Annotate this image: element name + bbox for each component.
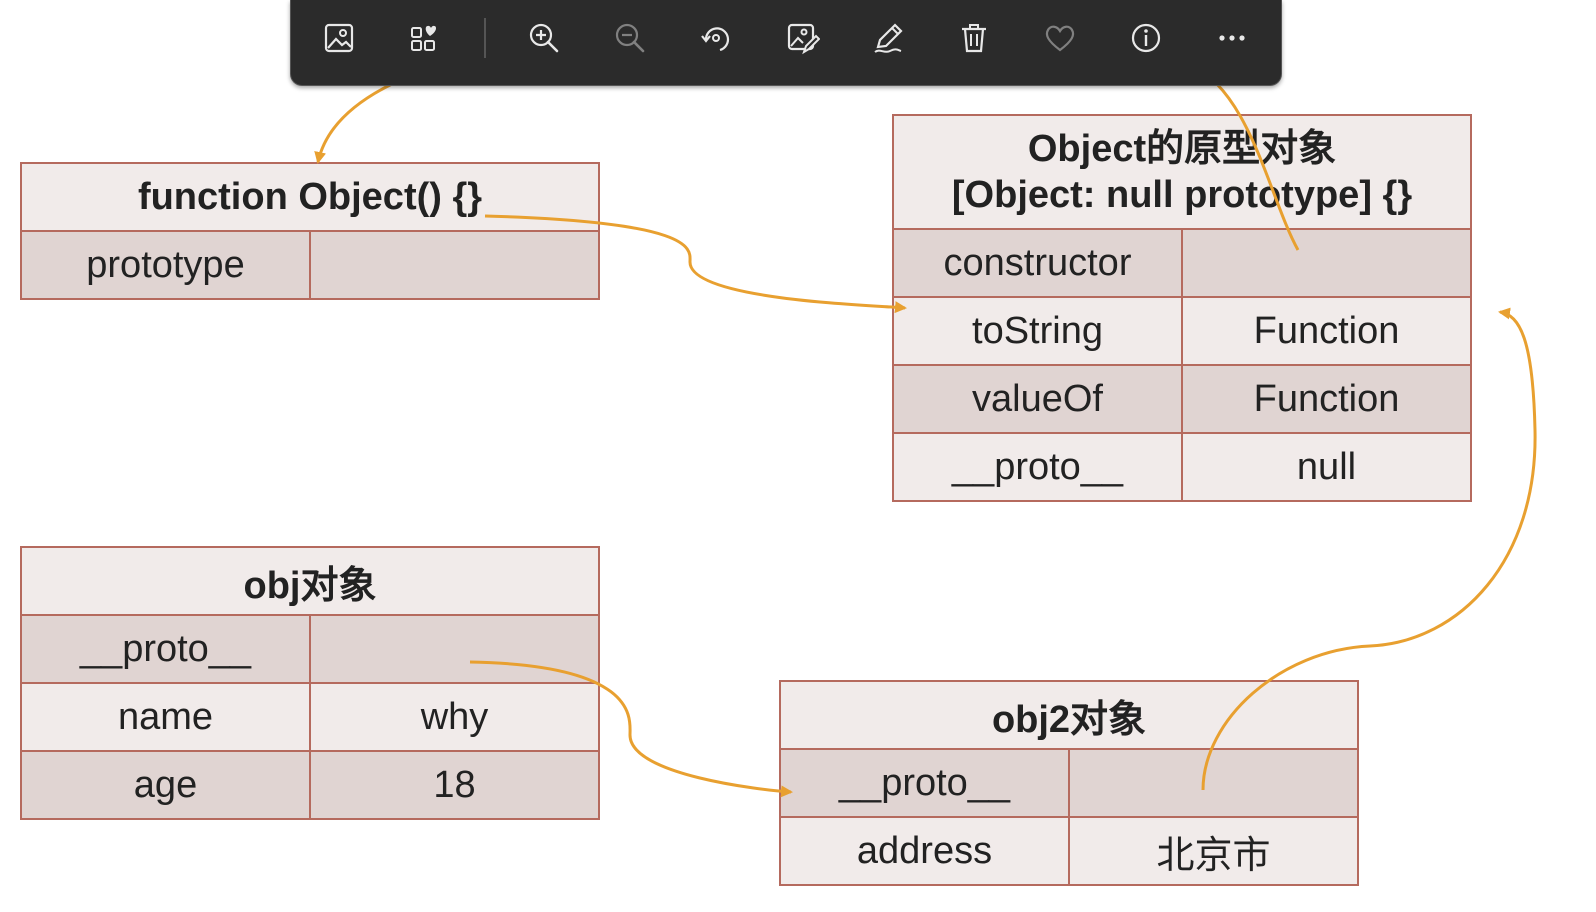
title-line-2: [Object: null prototype] {} (951, 174, 1413, 216)
row-key: address (779, 816, 1070, 886)
object-prototype-table: Object的原型对象 [Object: null prototype] {} … (892, 114, 1472, 502)
info-button[interactable] (1118, 14, 1174, 62)
zoom-in-icon (529, 23, 559, 53)
rotate-button[interactable] (688, 14, 744, 62)
table-row: __proto__ (20, 614, 600, 684)
obj2-table: obj2对象 __proto__ address 北京市 (779, 680, 1359, 886)
edit-image-icon (787, 23, 820, 55)
function-object-table: function Object() {} prototype (20, 162, 600, 300)
row-key: __proto__ (892, 432, 1183, 502)
view-image-button[interactable] (311, 14, 367, 62)
row-value (1181, 228, 1472, 298)
zoom-out-button[interactable] (602, 14, 658, 62)
row-value: null (1181, 432, 1472, 502)
toolbar-separator (484, 18, 486, 58)
obj-table: obj对象 __proto__ name why age 18 (20, 546, 600, 820)
rotate-icon (701, 27, 730, 52)
favorite-button[interactable] (1032, 14, 1088, 62)
zoom-in-button[interactable] (516, 14, 572, 62)
row-value: 北京市 (1068, 816, 1359, 886)
row-key: prototype (20, 230, 311, 300)
table-row: valueOf Function (892, 364, 1472, 434)
row-key: age (20, 750, 311, 820)
delete-button[interactable] (946, 14, 1002, 62)
image-icon (324, 23, 354, 53)
row-key: constructor (892, 228, 1183, 298)
heart-icon (1045, 25, 1075, 52)
viewer-toolbar (290, 0, 1282, 86)
function-object-title: function Object() {} (20, 162, 600, 232)
row-key: name (20, 682, 311, 752)
table-row: age 18 (20, 750, 600, 820)
table-row: __proto__ (779, 748, 1359, 818)
row-key: __proto__ (779, 748, 1070, 818)
pen-icon (874, 23, 903, 53)
object-prototype-title: Object的原型对象 [Object: null prototype] {} (892, 114, 1472, 230)
trash-icon (962, 24, 986, 53)
row-key: __proto__ (20, 614, 311, 684)
table-row: prototype (20, 230, 600, 300)
info-icon (1131, 23, 1161, 53)
zoom-out-icon (615, 23, 645, 53)
table-row: constructor (892, 228, 1472, 298)
edit-image-button[interactable] (774, 14, 830, 62)
more-icon (1219, 35, 1245, 41)
row-value: Function (1181, 296, 1472, 366)
obj2-title: obj2对象 (779, 680, 1359, 750)
table-row: toString Function (892, 296, 1472, 366)
table-row: __proto__ null (892, 432, 1472, 502)
row-value (1068, 748, 1359, 818)
title-line-1: Object的原型对象 (1027, 128, 1337, 170)
table-row: address 北京市 (779, 816, 1359, 886)
row-value (309, 230, 600, 300)
markup-button[interactable] (860, 14, 916, 62)
row-value: Function (1181, 364, 1472, 434)
grid-heart-icon (411, 25, 437, 51)
row-key: toString (892, 296, 1183, 366)
more-button[interactable] (1204, 14, 1260, 62)
obj-title: obj对象 (20, 546, 600, 616)
row-value (309, 614, 600, 684)
row-value: 18 (309, 750, 600, 820)
row-key: valueOf (892, 364, 1183, 434)
row-value: why (309, 682, 600, 752)
favorites-grid-button[interactable] (397, 14, 453, 62)
table-row: name why (20, 682, 600, 752)
